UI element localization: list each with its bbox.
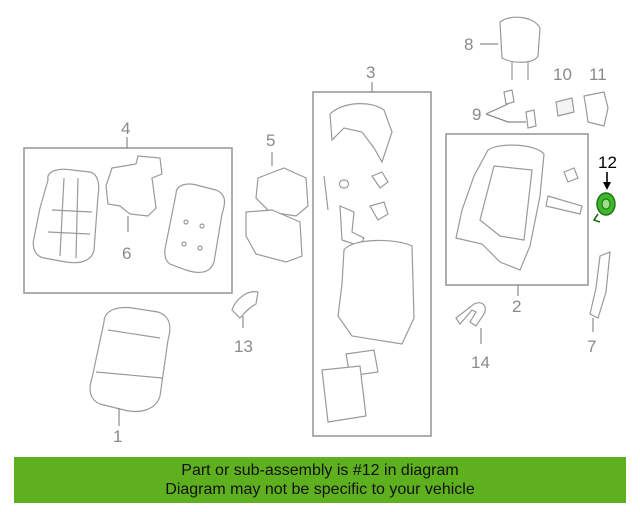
group-2-box	[445, 133, 589, 296]
callout-3[interactable]: 3	[366, 63, 375, 82]
seat-cushion[interactable]	[89, 306, 171, 413]
headrest-guide-part-9[interactable]	[503, 89, 537, 129]
info-banner: Part or sub-assembly is #12 in diagram D…	[14, 457, 626, 503]
parts-diagram: 4 6 1 5 13 3	[23, 16, 617, 446]
banner-line-1: Part or sub-assembly is #12 in diagram	[181, 462, 459, 479]
headrest-part-8[interactable]	[499, 16, 541, 80]
group-3-box	[312, 82, 432, 437]
callout-13[interactable]: 13	[234, 337, 253, 356]
callout-8[interactable]: 8	[464, 35, 473, 54]
seat-pad[interactable]	[105, 155, 163, 217]
callout-12[interactable]: 12	[598, 153, 617, 172]
part-10[interactable]	[555, 97, 575, 117]
clip-part-13[interactable]	[231, 291, 259, 319]
callout-5[interactable]: 5	[266, 131, 275, 150]
callout-2[interactable]: 2	[512, 297, 521, 316]
callout-1[interactable]: 1	[113, 427, 122, 446]
callout-7[interactable]: 7	[587, 337, 596, 356]
hook-part-14[interactable]	[455, 302, 486, 327]
callout-11[interactable]: 11	[589, 65, 607, 84]
highlighted-part-12[interactable]	[592, 192, 616, 223]
callout-6[interactable]: 6	[122, 244, 131, 263]
seat-cover-left[interactable]	[32, 168, 100, 264]
callout-14[interactable]: 14	[471, 353, 490, 372]
callout-4[interactable]: 4	[121, 119, 130, 138]
trim-part-7[interactable]	[589, 251, 611, 319]
group-4-box	[23, 137, 233, 294]
banner-line-2: Diagram may not be specific to your vehi…	[165, 481, 475, 498]
seat-frame-part-5[interactable]	[245, 167, 309, 263]
seat-cover-right[interactable]	[164, 183, 226, 273]
callout-9[interactable]: 9	[472, 105, 481, 124]
seat-back-frame-part-3[interactable]	[321, 103, 415, 423]
bracket-part-11[interactable]	[583, 91, 609, 127]
callout-10[interactable]: 10	[553, 65, 572, 84]
seat-back-frame-part-2[interactable]	[455, 144, 583, 271]
